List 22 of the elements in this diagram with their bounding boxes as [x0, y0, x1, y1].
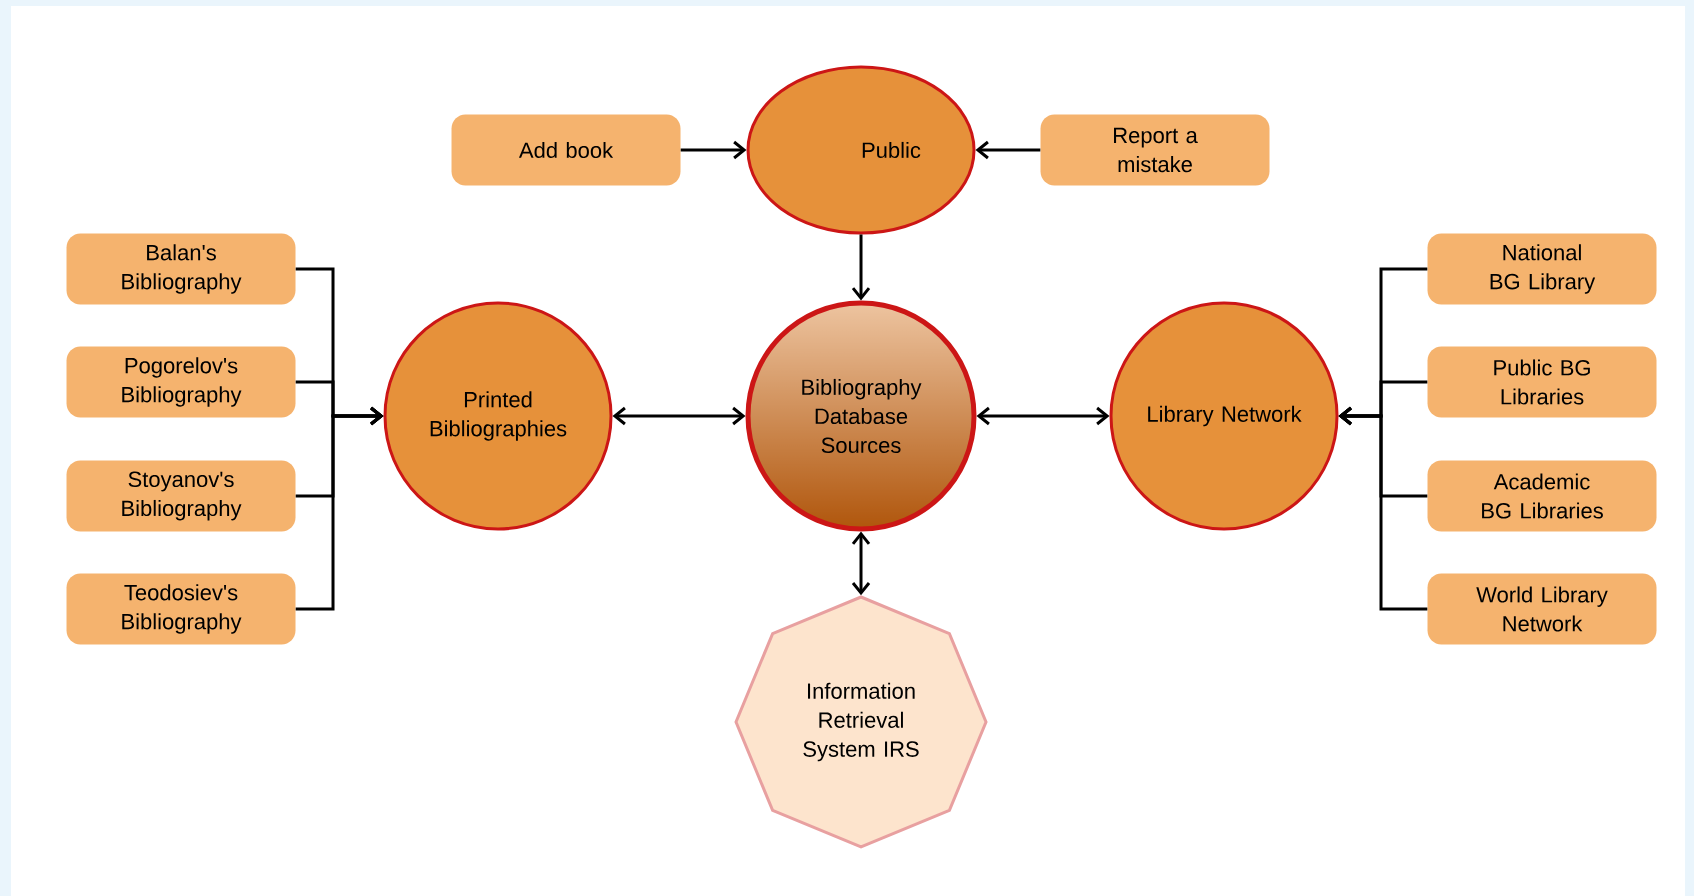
- rounded-box: Report a mistake: [1040, 114, 1270, 186]
- arrow: [1338, 406, 1428, 611]
- arrow: [295, 406, 384, 611]
- rounded-box: Pogorelov's Bibliography: [66, 346, 296, 418]
- circle-node: Printed Bibliographies: [383, 301, 613, 531]
- rounded-box: Teodosiev's Bibliography: [66, 573, 296, 645]
- arrow: [612, 406, 746, 426]
- ellipse-node: Public: [746, 65, 976, 235]
- rounded-box: Stoyanov's Bibliography: [66, 460, 296, 532]
- arrow: [975, 140, 1041, 160]
- arrow: [976, 406, 1110, 426]
- rounded-box: Balan's Bibliography: [66, 233, 296, 305]
- rounded-box: Public BG Libraries: [1427, 346, 1657, 418]
- arrow: [851, 531, 871, 596]
- rounded-box: Academic BG Libraries: [1427, 460, 1657, 532]
- rounded-box: Add book: [451, 114, 681, 186]
- arrow: [851, 234, 871, 301]
- rounded-box: National BG Library: [1427, 233, 1657, 305]
- circle-node: Library Network: [1109, 301, 1339, 531]
- octagon-node: Information Retrieval System IRS: [734, 595, 988, 849]
- rounded-box: World Library Network: [1427, 573, 1657, 645]
- arrow: [680, 140, 747, 160]
